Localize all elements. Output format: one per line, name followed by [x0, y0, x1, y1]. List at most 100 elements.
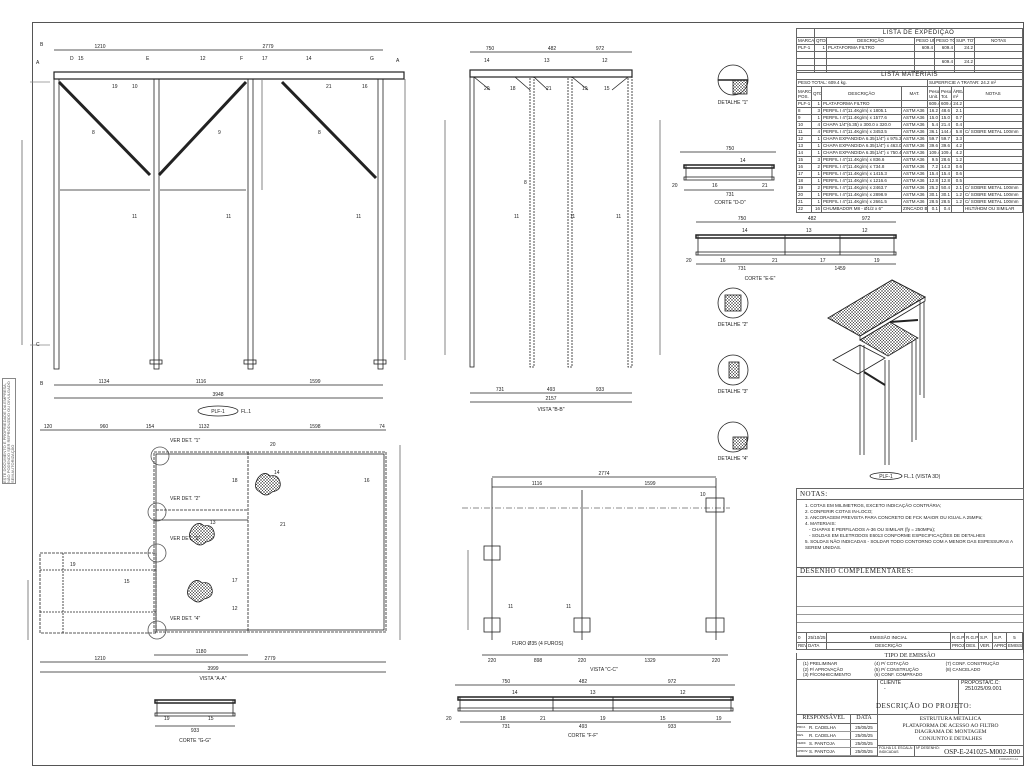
mark-cc-11a: 11 [508, 604, 513, 610]
dim-dd-731: 731 [726, 192, 735, 198]
cell: 1 [811, 142, 822, 150]
projeto-line: ESTRUTURA METALICA [919, 716, 982, 722]
mark-bb-18: 18 [510, 86, 516, 92]
dim-ee-1459: 1459 [834, 266, 845, 272]
section-mark-a2: A [396, 58, 400, 64]
dim-cc-898: 898 [534, 658, 543, 664]
nota-number: 2. [805, 509, 809, 514]
mat-header: Peso Tot. [939, 86, 952, 101]
nota-item: 4. MATERIAIS: [805, 521, 1017, 527]
rev-header: DESCRIÇÃO [826, 642, 951, 650]
cell: 15.0 [939, 114, 952, 122]
name: S. PANTOJA [809, 740, 851, 747]
name: R. CADELHA [809, 732, 851, 739]
cell [962, 170, 1024, 178]
dim-bb-482: 482 [548, 46, 557, 52]
mark-aa-13: 13 [210, 520, 216, 526]
cell: 1.2 [951, 156, 964, 164]
date: 25/05/25 [855, 725, 873, 730]
cell: CHAPA EXPANDIDA 6.35(1/4") x 975.3 x 118… [821, 135, 902, 143]
cell: PERFIL I 4"(11.4Kg/m) x 836.6 [821, 156, 902, 164]
corte-ee [695, 221, 897, 265]
nota-item: 3. ANCORAGEM PREVISTA PARA CONCRETO DE F… [805, 515, 1017, 521]
lista-expedicao-title: LISTA DE EXPEDIÇÃO [813, 28, 1024, 38]
lista-materiais: LISTA MATERIAIS PESO TOTAL: 609.4 kg. SU… [795, 70, 1024, 213]
cell: 0.4 [951, 121, 964, 129]
mark-ff-12: 12 [680, 690, 686, 696]
cell: S.P. [992, 632, 1007, 643]
cell: 1 [811, 198, 822, 206]
cell: 15.0 [927, 114, 940, 122]
cell: ASTM A36 [901, 107, 928, 115]
cell [962, 100, 1024, 108]
name: S. PANTOJA [809, 748, 851, 755]
section-mark-d: D [70, 56, 74, 62]
projeto-block: ESTRUTURA METALICA PLATAFORMA DE ACESSO … [878, 714, 1023, 756]
vista-cc-label: VISTA "C-C" [590, 667, 618, 673]
name: R. CADELHA [809, 724, 851, 731]
table-row: 609.4 24.2 [796, 58, 1024, 66]
section-mark-f: F [240, 56, 243, 62]
nota-number: 1. [805, 503, 809, 508]
tipo-item: (1) PRELIMINAR [803, 661, 838, 666]
dim-cc-220a: 220 [488, 658, 497, 664]
nota-text: CONFERIR COTAS IN-LOCO; [810, 509, 873, 514]
desenho-complementares: DESENHO COMPLEMENTARES: [796, 566, 1024, 633]
mark-elev-10: 10 [132, 84, 138, 90]
cell: CHAPA 1/4"(6.35) x 300.0 x 320.0 [821, 121, 902, 129]
proposta-label: PROPOSTA/C.C: [961, 680, 1000, 686]
role: VERIF. [797, 741, 807, 745]
mat-header: DESCRIÇÃO [821, 86, 902, 101]
cell: ASTM A36 [901, 135, 928, 143]
mark-bb-12: 12 [602, 58, 608, 64]
exp-header: NOTAS [973, 37, 1024, 45]
mark-ff-20: 20 [446, 716, 452, 722]
table-row: 0 25/10/25 EMISSÃO INICIAL R.G.P. R.G.P.… [796, 632, 1023, 643]
projeto-line: CONJUNTO E DETALHES [918, 735, 982, 742]
mark-ee-14: 14 [742, 228, 748, 234]
dim-bb-750: 750 [486, 46, 495, 52]
cell: 1 [811, 191, 822, 199]
dim-ee-750: 750 [738, 216, 747, 222]
cell: 609.4 [934, 44, 955, 52]
mark-aa-12: 12 [232, 606, 238, 612]
cell: 59.7 [927, 135, 940, 143]
cell [962, 135, 1024, 143]
cell: 109.4 [939, 149, 952, 157]
dim-aa-1180: 1180 [196, 649, 207, 655]
cell: 109.4 [927, 149, 940, 157]
cell: C/ SOBRE METAL 100mm [962, 128, 1024, 136]
mat-header: NOTAS [962, 86, 1024, 101]
section-mark-g: G [370, 56, 374, 62]
cell: 24.2 [954, 58, 975, 66]
exp-header: SUP. TOT. [954, 37, 975, 45]
mark-dd-14: 14 [740, 158, 746, 164]
mark-bb-14: 14 [484, 58, 490, 64]
cell: PERFIL I 4"(11.4Kg/m) x 734.8 [821, 163, 902, 171]
cell: ASTM A36 [901, 184, 928, 192]
descricao-projeto-title: DESCRIÇÃO DO PROJETO: [876, 702, 972, 710]
format-label: FORMATO A1 [998, 757, 1018, 761]
cell [962, 163, 1024, 171]
cell: 7.2 [927, 163, 940, 171]
mark-ee-16: 16 [720, 258, 726, 264]
cell: 4 [811, 121, 822, 129]
cell: PERFIL I 4"(11.4Kg/m) x 1216.6 [821, 177, 902, 185]
mark-aa-17: 17 [232, 578, 238, 584]
mark-ee-17: 17 [820, 258, 826, 264]
elevation-tag-suffix: FL.1 [241, 409, 251, 415]
cell: 3 [811, 156, 822, 164]
cell: 1 [811, 177, 822, 185]
desenho-complementares-title: DESENHO COMPLEMENTARES: [797, 566, 1023, 577]
section-mark-a: A [36, 60, 40, 66]
cell: ASTM A36 [901, 128, 928, 136]
